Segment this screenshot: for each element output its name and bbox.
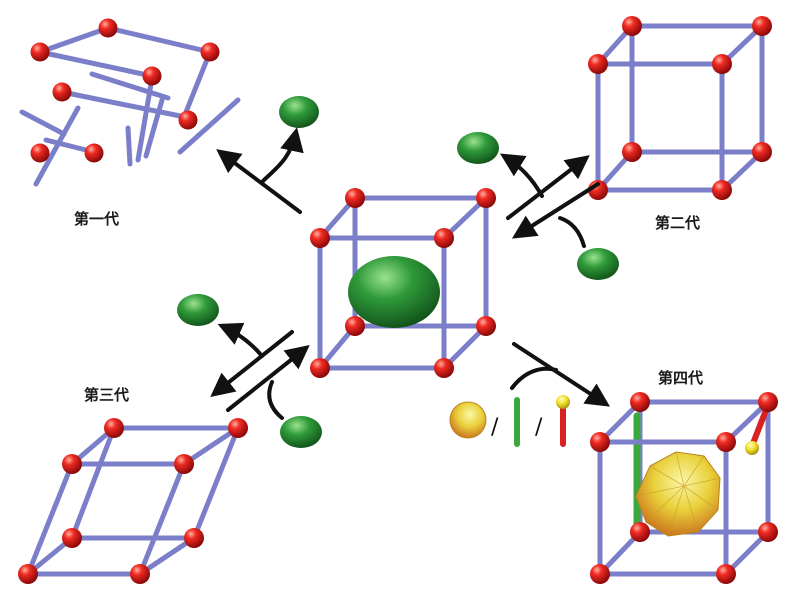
metal-node (18, 564, 38, 584)
metal-node (142, 66, 162, 86)
arrow-guest-uptake-gen3 (267, 380, 284, 420)
metal-node (716, 564, 736, 584)
arrow-to-gen2 (506, 155, 590, 220)
metal-node (228, 418, 248, 438)
metal-node (590, 564, 610, 584)
arrow-guest-uptake-gen2 (558, 216, 586, 248)
free-guest-molecules (177, 96, 619, 448)
gen4-functionalized-framework (590, 392, 778, 584)
reagent-separator: / (535, 415, 543, 440)
polyhedral-cluster (635, 451, 721, 537)
metal-node (62, 454, 82, 474)
metal-node (434, 358, 454, 378)
metal-node (434, 228, 454, 248)
metal-node (476, 188, 496, 208)
label-gen2: 第二代 (655, 214, 701, 232)
arrow-guest-release-gen2 (499, 153, 544, 198)
metal-node (98, 18, 118, 38)
metal-node (130, 564, 150, 584)
arrow-to-gen3 (210, 330, 294, 397)
guest-molecule-gen1 (279, 96, 319, 128)
metal-node (630, 522, 650, 542)
metal-node (84, 143, 104, 163)
arrow-guest-release-gen1 (260, 127, 304, 184)
gen2-nodes (588, 16, 772, 200)
gen1-nodes (30, 18, 220, 163)
center-framework-with-guest (310, 188, 496, 378)
guest-molecule-gen3-out (177, 294, 219, 326)
reagent-separator: / (491, 415, 499, 440)
metal-node (752, 16, 772, 36)
center-nodes (310, 188, 496, 378)
metal-node (758, 522, 778, 542)
gen4-nodes (590, 392, 778, 584)
guest-molecule-large (348, 256, 440, 328)
probe-ligand-attached (745, 407, 769, 455)
metal-node (345, 188, 365, 208)
arrow-to-gen4 (512, 342, 611, 407)
metal-node (712, 54, 732, 74)
label-gen3: 第三代 (84, 386, 130, 404)
metal-node (476, 316, 496, 336)
metal-node (588, 54, 608, 74)
metal-node (716, 432, 736, 452)
gen3-flexible-framework (18, 418, 248, 584)
label-gen1: 第一代 (74, 210, 120, 228)
metal-node (184, 528, 204, 548)
metal-node (104, 418, 124, 438)
guest-molecule-gen2-in (577, 248, 619, 280)
arrow-guest-release-gen3 (217, 322, 264, 358)
gen2-rigid-framework (588, 16, 772, 200)
guest-molecule-gen3-in (280, 416, 322, 448)
metal-node (62, 528, 82, 548)
arrow-reagent-uptake-gen4 (510, 366, 558, 390)
metal-node (52, 82, 72, 102)
metal-node (752, 142, 772, 162)
metal-node (174, 454, 194, 474)
arrow-from-gen2 (511, 182, 600, 239)
metal-node (590, 432, 610, 452)
metal-node (30, 42, 50, 62)
metal-node (712, 180, 732, 200)
metal-node (310, 228, 330, 248)
metal-node (178, 110, 198, 130)
arrow-from-gen3 (226, 345, 310, 412)
label-gen4: 第四代 (658, 369, 704, 387)
metal-node (310, 358, 330, 378)
probe-reagent-head (556, 395, 570, 409)
metal-node (200, 42, 220, 62)
gen3-nodes (18, 418, 248, 584)
metal-node (630, 392, 650, 412)
metal-node (622, 16, 642, 36)
metal-node (30, 143, 50, 163)
metal-node (758, 392, 778, 412)
metal-node (622, 142, 642, 162)
gen1-collapsed-framework (19, 18, 241, 187)
guest-molecule-gen2-out (457, 132, 499, 164)
reaction-arrows (210, 127, 611, 420)
polyhedron-reagent (449, 401, 487, 439)
metal-node (345, 316, 365, 336)
postsynthetic-reagents: / / (449, 395, 570, 447)
